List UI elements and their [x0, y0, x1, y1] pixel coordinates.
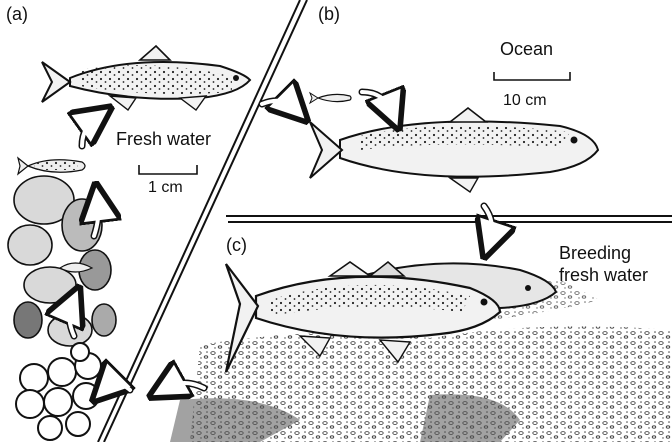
scale-bar-large — [494, 72, 570, 80]
fresh-water-label: Fresh water — [116, 130, 211, 148]
panel-label-a: (a) — [6, 5, 28, 23]
breeding-label-line1: Breeding — [559, 242, 648, 264]
panel-label-b: (b) — [318, 5, 340, 23]
smolt-fish — [310, 93, 351, 103]
scale-large-label: 10 cm — [503, 93, 547, 109]
fry-fish — [18, 158, 85, 174]
parr-fish — [42, 46, 250, 110]
breeding-label-line2: fresh water — [559, 264, 648, 286]
breeding-fresh-water-label: Breeding fresh water — [559, 242, 648, 286]
ocean-salmon — [310, 108, 598, 192]
scale-bar-small — [139, 165, 197, 174]
panel-label-c: (c) — [226, 236, 247, 254]
scale-small-label: 1 cm — [148, 180, 183, 196]
ocean-label: Ocean — [500, 40, 553, 58]
salmon-eggs — [16, 343, 101, 440]
